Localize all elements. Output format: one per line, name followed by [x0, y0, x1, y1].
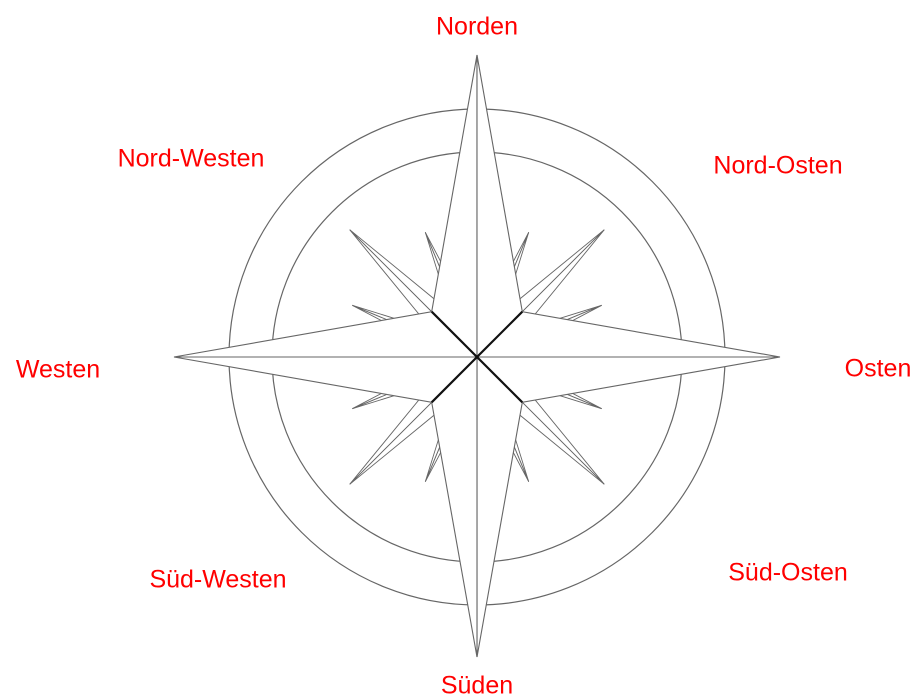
cardinal-point-half — [432, 357, 477, 657]
cardinal-point-half — [432, 55, 477, 357]
label-north-east: Nord-Osten — [713, 154, 842, 179]
cardinal-point-half — [477, 357, 780, 402]
cardinal-point-half — [477, 357, 522, 657]
label-south: Süden — [441, 674, 513, 699]
cardinal-point-half — [477, 312, 780, 357]
label-west: Westen — [16, 358, 100, 383]
label-east: Osten — [845, 357, 912, 382]
cardinal-point-half — [477, 55, 522, 357]
cardinal-point-half — [174, 312, 477, 357]
label-south-east: Süd-Osten — [728, 561, 848, 586]
label-north-west: Nord-Westen — [118, 147, 265, 172]
cardinal-point-half — [174, 357, 477, 402]
label-north: Norden — [436, 15, 518, 40]
label-south-west: Süd-Westen — [149, 568, 286, 593]
